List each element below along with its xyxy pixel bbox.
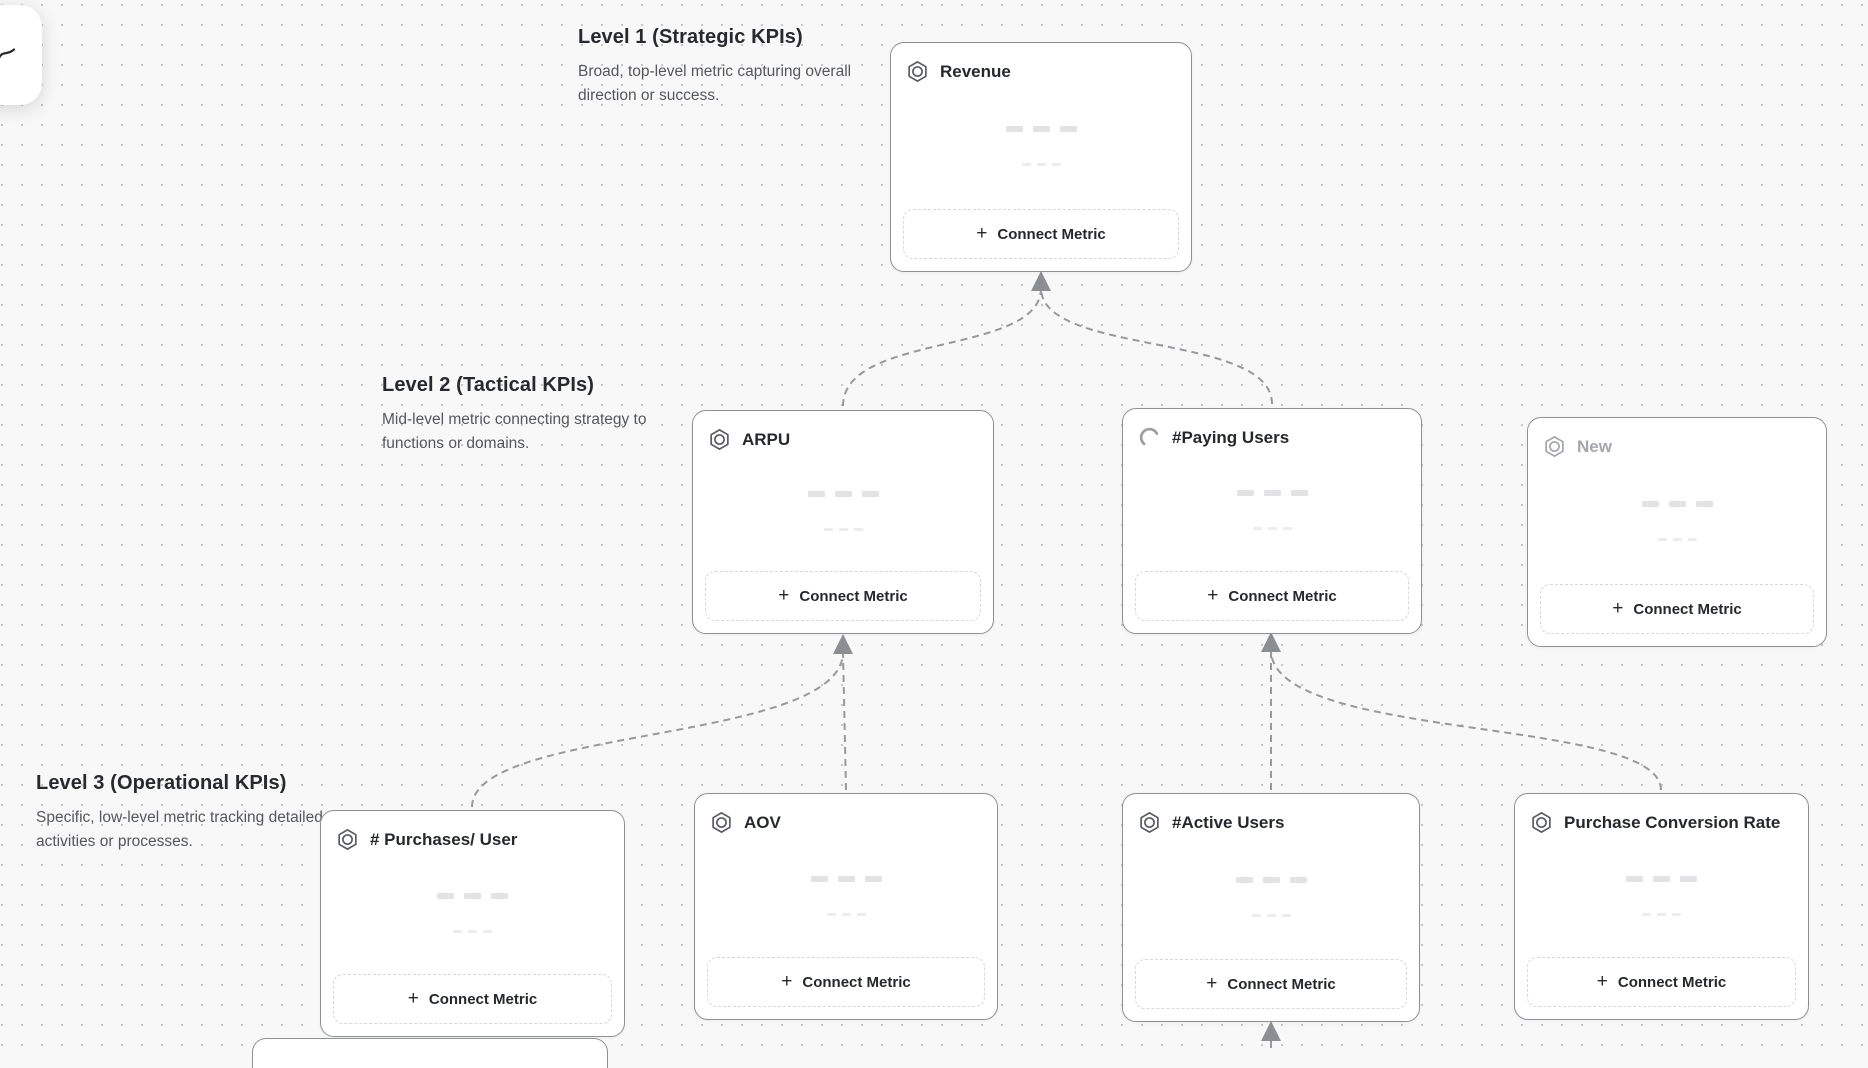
skeleton-row [437, 892, 508, 899]
level-3-description: Specific, low-level metric tracking deta… [36, 809, 323, 851]
floating-toolbar-partial[interactable] [0, 5, 42, 105]
metric-placeholder-skeleton [1135, 834, 1407, 959]
connect-metric-button[interactable]: + Connect Metric [707, 957, 985, 1007]
card-header: AOV [707, 806, 985, 834]
plus-icon: + [1206, 972, 1218, 994]
plus-icon: + [976, 222, 988, 244]
hexagon-metric-icon [336, 828, 359, 851]
skeleton-row [1236, 490, 1308, 496]
card-header: Revenue [903, 55, 1179, 83]
connect-metric-label: Connect Metric [1228, 587, 1337, 605]
plus-icon: + [1596, 970, 1608, 992]
card-header: # Purchases/ User [333, 823, 612, 851]
connect-metric-label: Connect Metric [799, 587, 908, 605]
connect-metric-button[interactable]: + Connect Metric [1135, 571, 1409, 621]
skeleton-row [453, 929, 492, 933]
cursor-stroke-icon [0, 47, 16, 66]
card-header: ARPU [705, 423, 981, 451]
metric-card-title: # Purchases/ User [370, 829, 518, 849]
level-2-title: Level 2 (Tactical KPIs) [382, 374, 595, 396]
plus-icon: + [407, 987, 419, 1009]
connect-metric-button[interactable]: + Connect Metric [333, 974, 612, 1024]
skeleton-row [1021, 163, 1061, 166]
level-2-description: Mid-level metric connecting strategy to … [382, 411, 647, 453]
plus-icon: + [781, 970, 793, 992]
card-header: Purchase Conversion Rate [1527, 806, 1796, 834]
metric-card-title: Purchase Conversion Rate [1564, 812, 1781, 832]
connect-metric-button[interactable]: + Connect Metric [1527, 957, 1796, 1007]
metric-card-purchase-conversion-rate[interactable]: Purchase Conversion Rate + Connect Metri… [1514, 793, 1809, 1020]
skeleton-row [1657, 538, 1697, 541]
metric-card-title: New [1577, 436, 1612, 456]
metric-placeholder-skeleton [1135, 449, 1409, 571]
level-2-annotation: Level 2 (Tactical KPIs) Mid-level metric… [382, 374, 650, 456]
metric-card-title: #Paying Users [1172, 427, 1290, 447]
skeleton-row [1641, 501, 1713, 507]
metric-placeholder-skeleton [707, 834, 985, 957]
metric-placeholder-skeleton [903, 83, 1179, 209]
plus-icon: + [778, 584, 790, 606]
hexagon-metric-icon [708, 428, 731, 451]
metric-placeholder-skeleton [333, 851, 612, 974]
level-1-annotation: Level 1 (Strategic KPIs) Broad, top-leve… [578, 26, 853, 108]
metric-card-title: Revenue [940, 61, 1011, 81]
connect-metric-button[interactable]: + Connect Metric [903, 209, 1179, 259]
connect-metric-label: Connect Metric [1227, 975, 1336, 993]
skeleton-row [1005, 126, 1077, 132]
skeleton-row [1251, 913, 1291, 917]
connect-metric-button[interactable]: + Connect Metric [1540, 584, 1814, 634]
level-3-title: Level 3 (Operational KPIs) [36, 772, 287, 794]
plus-icon: + [1612, 597, 1624, 619]
hexagon-metric-icon [1138, 811, 1161, 834]
card-header: #Active Users [1135, 806, 1407, 834]
skeleton-row [1626, 875, 1697, 882]
metric-card-revenue[interactable]: Revenue + Connect Metric [890, 42, 1192, 272]
loading-spinner-icon [1138, 426, 1161, 449]
skeleton-row [823, 528, 863, 531]
connect-metric-label: Connect Metric [1617, 973, 1727, 991]
connect-metric-label: Connect Metric [802, 973, 911, 991]
hexagon-metric-icon [1543, 435, 1566, 458]
skeleton-row [1642, 912, 1681, 916]
hexagon-metric-icon [906, 60, 929, 83]
metric-card-new[interactable]: New + Connect Metric [1527, 417, 1827, 647]
connect-metric-label: Connect Metric [997, 225, 1106, 243]
card-header: New [1540, 430, 1814, 458]
metric-card-title: #Active Users [1172, 812, 1285, 832]
skeleton-row [1235, 876, 1307, 883]
level-1-title: Level 1 (Strategic KPIs) [578, 26, 803, 48]
hexagon-metric-icon [710, 811, 733, 834]
level-1-description: Broad, top-level metric capturing overal… [578, 63, 852, 105]
skeleton-row [807, 491, 879, 497]
metric-card-purchases-per-user[interactable]: # Purchases/ User + Connect Metric [320, 810, 625, 1037]
connect-metric-label: Connect Metric [1633, 600, 1742, 618]
hexagon-metric-icon [1530, 811, 1553, 834]
metric-card-title: AOV [744, 812, 781, 832]
skeleton-row [826, 912, 866, 916]
metric-card-active-users[interactable]: #Active Users + Connect Metric [1122, 793, 1420, 1022]
metric-card-paying-users[interactable]: #Paying Users + Connect Metric [1122, 408, 1422, 634]
metric-placeholder-skeleton [1540, 458, 1814, 584]
metric-card-title: ARPU [742, 429, 791, 449]
metric-card-arpu[interactable]: ARPU + Connect Metric [692, 410, 994, 634]
metric-placeholder-skeleton [1527, 834, 1796, 957]
skeleton-row [810, 875, 882, 882]
card-header: #Paying Users [1135, 421, 1409, 449]
level-3-annotation: Level 3 (Operational KPIs) Specific, low… [36, 772, 328, 854]
metric-placeholder-skeleton [705, 451, 981, 571]
connect-metric-label: Connect Metric [428, 990, 538, 1008]
connect-metric-button[interactable]: + Connect Metric [1135, 959, 1407, 1009]
metric-card-aov[interactable]: AOV + Connect Metric [694, 793, 998, 1020]
metric-card-partial-offscreen[interactable] [252, 1038, 608, 1068]
skeleton-row [1252, 527, 1292, 530]
plus-icon: + [1207, 584, 1219, 606]
connect-metric-button[interactable]: + Connect Metric [705, 571, 981, 621]
